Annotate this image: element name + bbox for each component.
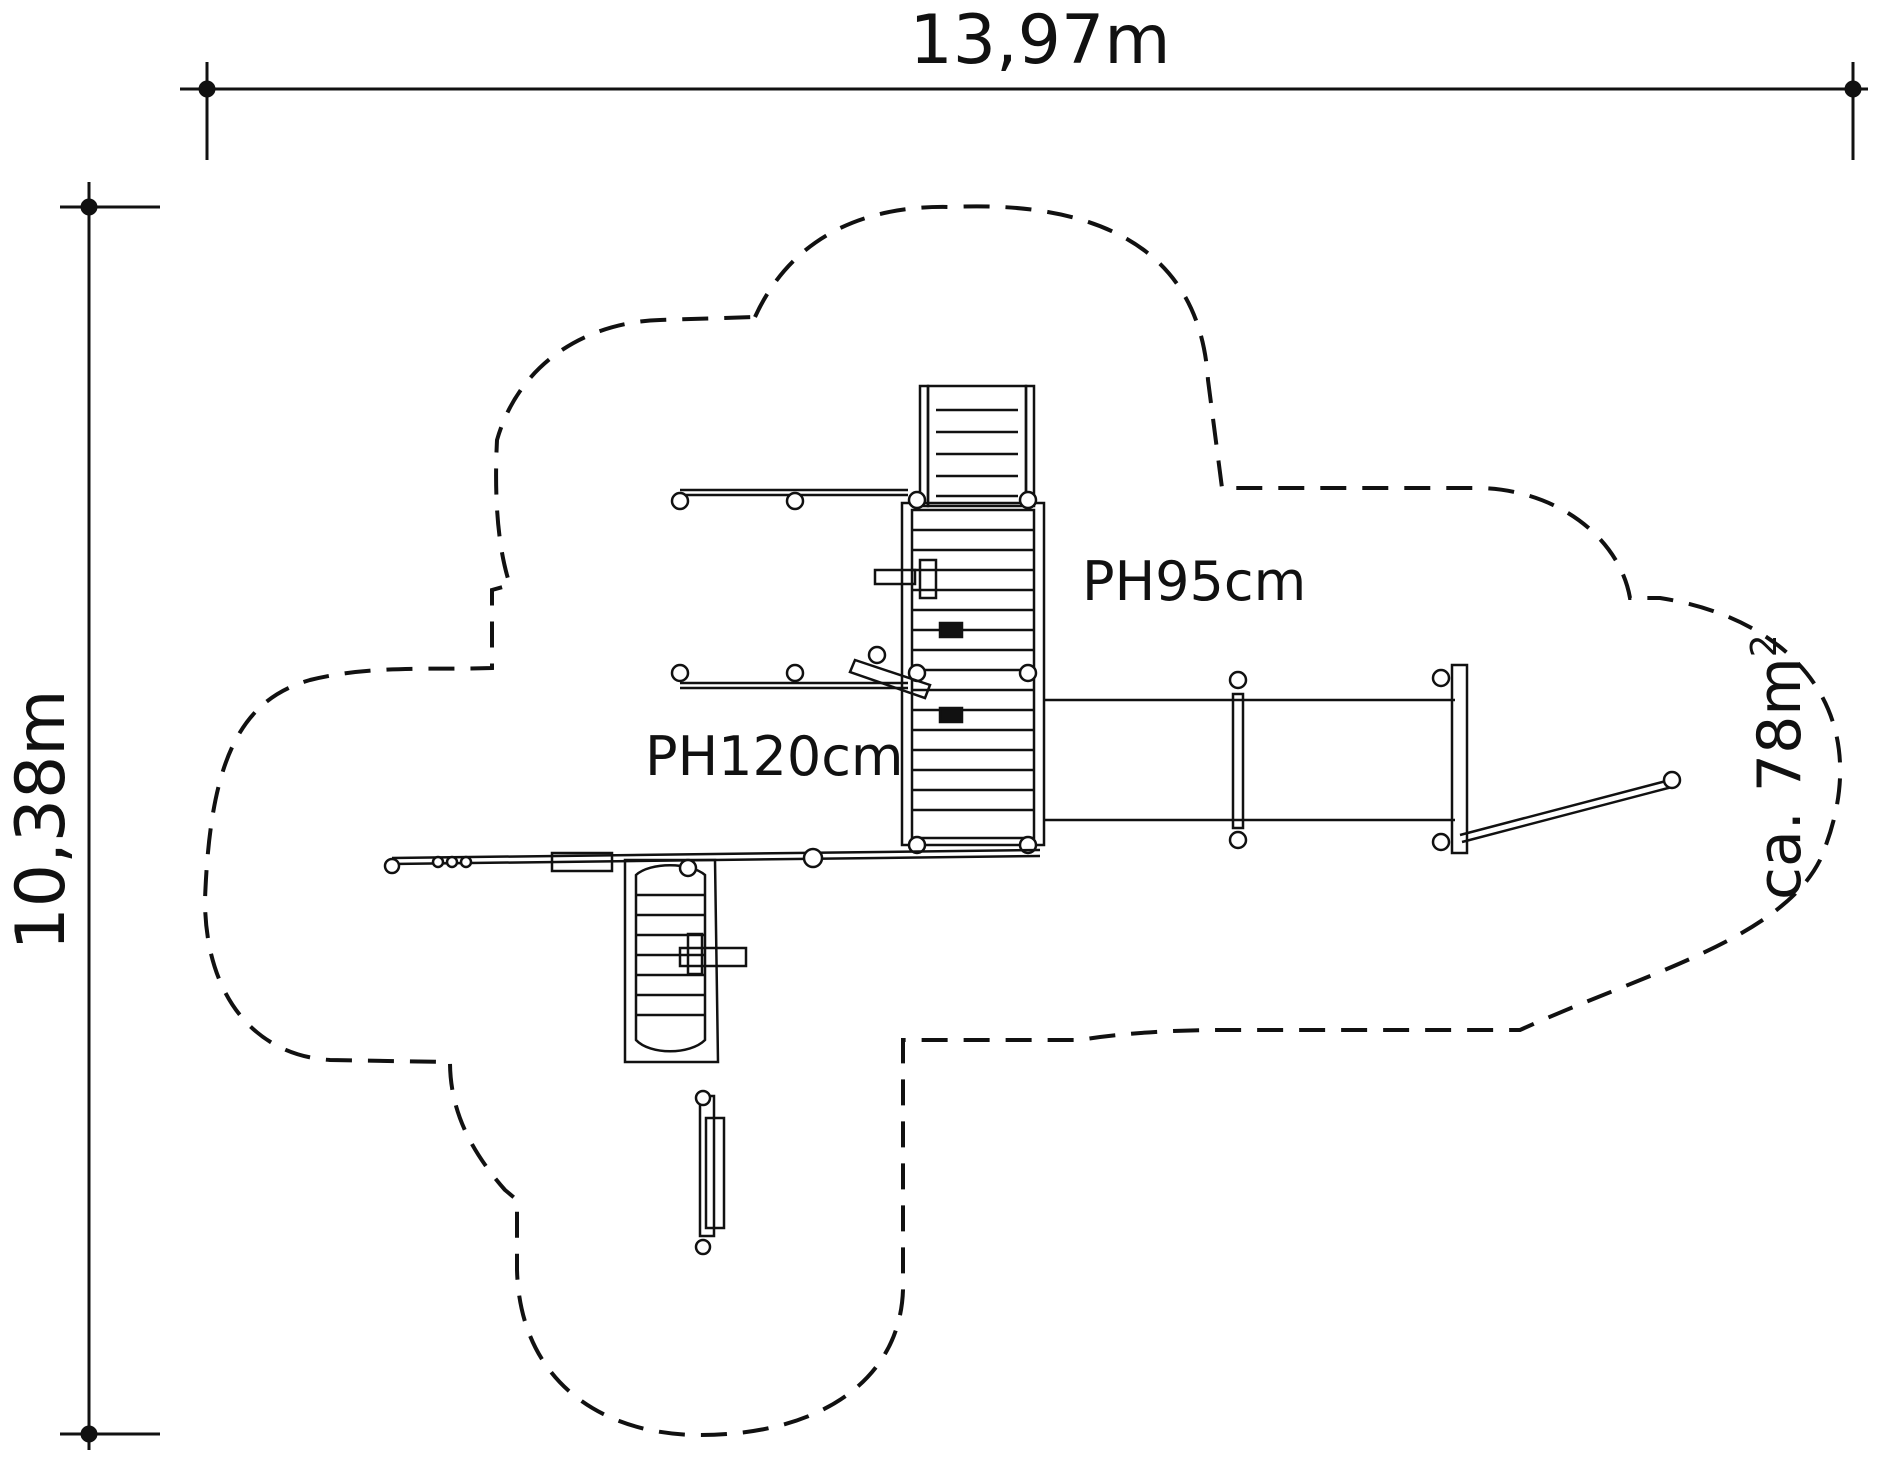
svg-text:ca. 78m2: ca. 78m2: [1744, 634, 1815, 900]
lower-deck: [623, 858, 748, 1064]
safety-zone-outline: [202, 204, 1843, 1438]
upper-deck: [873, 490, 1046, 855]
bridge: [1044, 663, 1469, 855]
lower-platform-height: PH120cm: [645, 725, 904, 788]
depth-dimension: [60, 182, 160, 1450]
area-value: ca. 78m: [1745, 657, 1815, 900]
width-dimension: [180, 62, 1868, 160]
width-label: 13,97m: [910, 1, 1171, 80]
top-stair: [918, 384, 1036, 508]
upper-bars: [670, 488, 932, 700]
area-unit-superscript: 2: [1744, 634, 1785, 657]
upper-platform-height: PH95cm: [1082, 550, 1306, 613]
area-label: ca. 78m2: [1744, 634, 1815, 900]
play-structure: [383, 384, 1682, 1256]
slide: [1459, 770, 1682, 844]
depth-label: 10,38m: [2, 690, 81, 951]
bottom-ladder: [694, 1089, 726, 1256]
